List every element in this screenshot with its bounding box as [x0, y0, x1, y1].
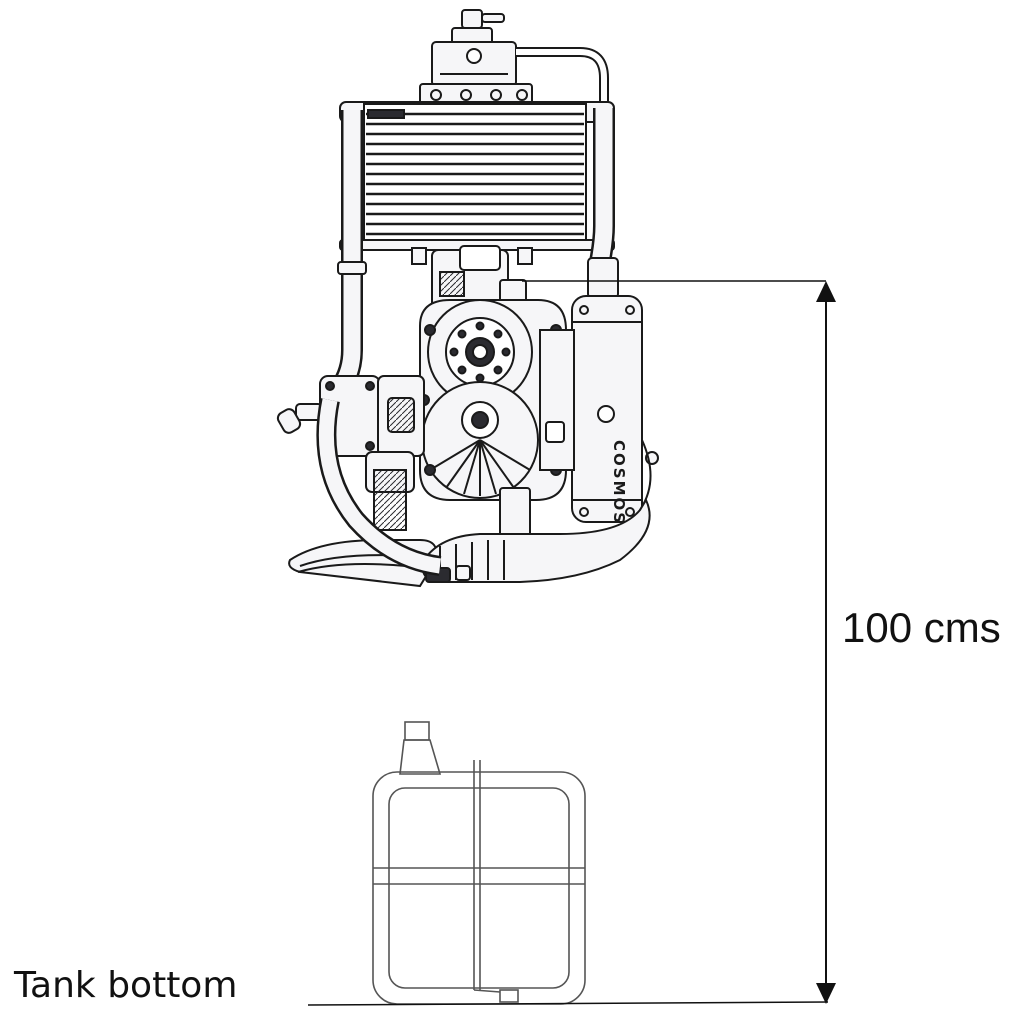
- fuel-tank: [372, 721, 586, 1005]
- tank-body: [372, 771, 586, 1005]
- engine-drawing: COSMOS: [276, 9, 659, 588]
- tank-neck: [399, 739, 442, 775]
- dimension-label: 100 cms: [842, 604, 1001, 651]
- arrowhead-down: [816, 983, 836, 1004]
- radiator: [339, 101, 615, 265]
- height-dimension: [522, 280, 836, 1004]
- crankcase: [418, 299, 567, 501]
- muffler: COSMOS: [571, 295, 643, 525]
- tank-bottom-line: [307, 1001, 829, 1006]
- tank-bottom-label: Tank bottom: [14, 965, 238, 1006]
- right-bracket: [539, 329, 575, 471]
- muffler-brand-text: COSMOS: [610, 440, 628, 525]
- tank-outlet: [499, 989, 519, 1003]
- radiator-fins: [366, 112, 584, 236]
- left-nozzle: [276, 403, 323, 434]
- radiator-cap: [419, 9, 533, 105]
- tank-spout: [404, 721, 430, 741]
- arrowhead-up: [816, 281, 836, 302]
